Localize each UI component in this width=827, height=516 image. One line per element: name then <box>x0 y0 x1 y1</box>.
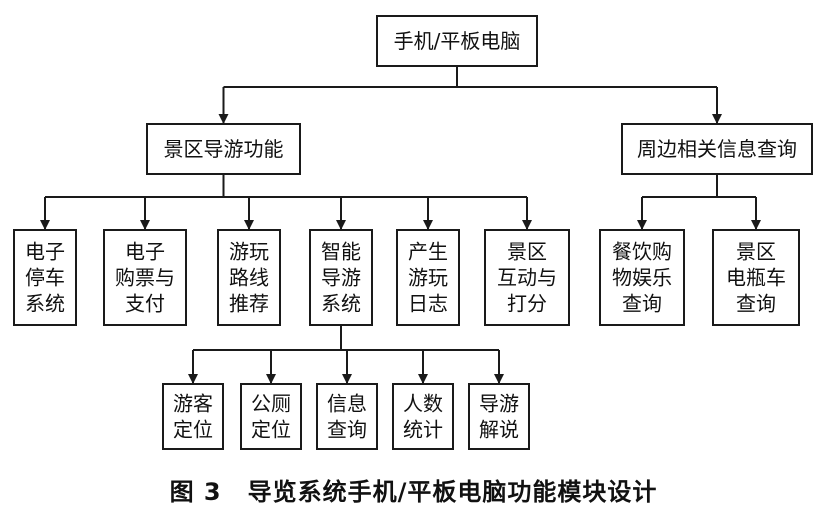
node-label-line: 景区 <box>736 240 776 264</box>
node-label-line: 周边相关信息查询 <box>637 137 797 161</box>
node-label-line: 购票与 <box>115 266 175 290</box>
module-diagram: 手机/平板电脑景区导游功能周边相关信息查询电子停车系统电子购票与支付游玩路线推荐… <box>13 15 813 450</box>
figure-caption: 图 3 导览系统手机/平板电脑功能模块设计 <box>0 472 827 507</box>
node-box <box>316 383 378 450</box>
node-box <box>621 123 813 175</box>
node-label-line: 查询 <box>736 292 776 316</box>
node-label-line: 定位 <box>173 418 213 442</box>
node-label-line: 互动与 <box>497 266 557 290</box>
node-box <box>468 383 530 450</box>
node-box <box>103 229 187 326</box>
node-box <box>396 229 460 326</box>
node-label-line: 电子 <box>125 240 165 264</box>
node-label-line: 信息 <box>327 392 367 416</box>
node-label-line: 游玩 <box>229 240 269 264</box>
node-label-line: 景区 <box>507 240 547 264</box>
node-label-line: 停车 <box>25 266 65 290</box>
figure-title: 导览系统手机/平板电脑功能模块设计 <box>247 478 658 506</box>
node-label-line: 物娱乐 <box>612 266 672 290</box>
node-box <box>217 229 281 326</box>
node-label-line: 导游 <box>321 266 361 290</box>
node-label-line: 电瓶车 <box>726 266 786 290</box>
node-info: 信息查询 <box>316 383 378 450</box>
node-label-line: 电子 <box>25 240 65 264</box>
node-label-line: 公厕 <box>251 392 291 416</box>
node-guide: 景区导游功能 <box>146 123 301 175</box>
node-box <box>13 229 77 326</box>
node-box <box>162 383 224 450</box>
node-label-line: 游客 <box>173 392 213 416</box>
figure-number: 图 3 <box>169 478 222 506</box>
node-box <box>376 15 538 67</box>
node-label-line: 路线 <box>229 266 269 290</box>
node-label-line: 支付 <box>125 292 165 316</box>
node-label-line: 景区导游功能 <box>164 137 284 161</box>
node-label-line: 人数 <box>403 392 443 416</box>
node-label-line: 推荐 <box>229 292 269 316</box>
node-box <box>392 383 454 450</box>
node-label-line: 系统 <box>321 292 361 316</box>
node-root: 手机/平板电脑 <box>376 15 538 67</box>
node-label-line: 系统 <box>25 292 65 316</box>
node-label-line: 定位 <box>251 418 291 442</box>
node-box <box>484 229 570 326</box>
node-box <box>712 229 800 326</box>
node-label-line: 餐饮购 <box>612 240 672 264</box>
node-label-line: 手机/平板电脑 <box>394 29 521 53</box>
node-label-line: 日志 <box>408 292 448 316</box>
node-label-line: 解说 <box>479 418 519 442</box>
node-box <box>240 383 302 450</box>
node-label-line: 游玩 <box>408 266 448 290</box>
node-box <box>146 123 301 175</box>
node-nearby: 周边相关信息查询 <box>621 123 813 175</box>
node-label-line: 查询 <box>622 292 662 316</box>
node-box <box>309 229 373 326</box>
node-label-line: 查询 <box>327 418 367 442</box>
node-label-line: 统计 <box>403 418 443 442</box>
node-box <box>599 229 685 326</box>
node-label-line: 打分 <box>507 292 547 316</box>
node-label-line: 智能 <box>321 240 361 264</box>
node-label-line: 导游 <box>479 392 519 416</box>
node-label-line: 产生 <box>408 240 448 264</box>
